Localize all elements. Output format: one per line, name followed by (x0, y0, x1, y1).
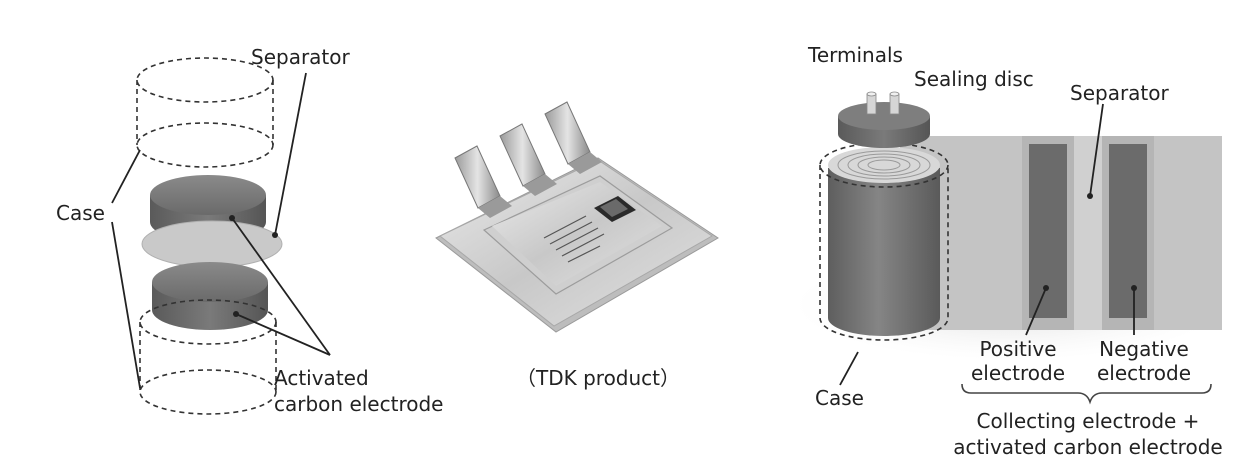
pouch-tab-3 (544, 101, 602, 174)
negative-electrode-active (1109, 144, 1147, 318)
cyl-separator-label: Separator (1070, 81, 1170, 105)
terminal-right (889, 91, 900, 115)
pouch-print-lines (543, 215, 605, 263)
negative-label-2: electrode (1097, 361, 1191, 385)
upper-case-dashed (136, 57, 274, 168)
electrode-leader-lower (235, 313, 331, 356)
electrode-leader-upper (231, 217, 331, 356)
cylindrical-cell-group: Terminals Sealing disc Separator Case Po… (795, 43, 1225, 459)
cylinder-top-winding (828, 147, 940, 183)
collecting-label-1: Collecting electrode + (977, 409, 1200, 433)
terminal-left (866, 91, 877, 115)
cylinder-case-dashed (819, 142, 949, 341)
coin-electrode-label-2: carbon electrode (274, 392, 443, 416)
separator-disc (141, 220, 283, 268)
case-leader-lower (111, 221, 141, 389)
pouch-caption: （TDK product） (516, 366, 680, 390)
terminals-label: Terminals (807, 43, 903, 67)
pouch-tab-1 (454, 145, 512, 218)
pouch-tab-2 (499, 123, 557, 196)
separator-leader-right (1089, 103, 1104, 197)
pouch-cell-group: （TDK product） (435, 101, 719, 390)
coin-separator-label: Separator (251, 45, 351, 69)
sealing-disc (838, 102, 930, 148)
positive-label-1: Positive (979, 337, 1056, 361)
coin-electrode-label-1: Activated (274, 366, 369, 390)
sealing-disc-label: Sealing disc (914, 67, 1034, 91)
coin-case-label: Case (56, 201, 105, 225)
negative-label-1: Negative (1099, 337, 1189, 361)
case-leader-upper (111, 149, 141, 204)
coin-cell-group: Separator Case Activated carbon electrod… (56, 45, 443, 416)
cyl-case-label: Case (815, 386, 864, 410)
lower-case-dashed (139, 299, 277, 415)
qr-code-mark (594, 196, 636, 222)
positive-electrode-active (1029, 144, 1067, 318)
lower-electrode-disc (152, 262, 268, 330)
separator-strip (1072, 136, 1102, 330)
collecting-label-2: activated carbon electrode (953, 435, 1222, 459)
collecting-brace (961, 383, 1212, 405)
separator-leader (274, 72, 307, 236)
positive-leader (1025, 287, 1047, 336)
cylinder-body (828, 168, 940, 336)
winding-rings (837, 150, 931, 180)
positive-label-2: electrode (971, 361, 1065, 385)
case-leader-right (839, 351, 859, 386)
